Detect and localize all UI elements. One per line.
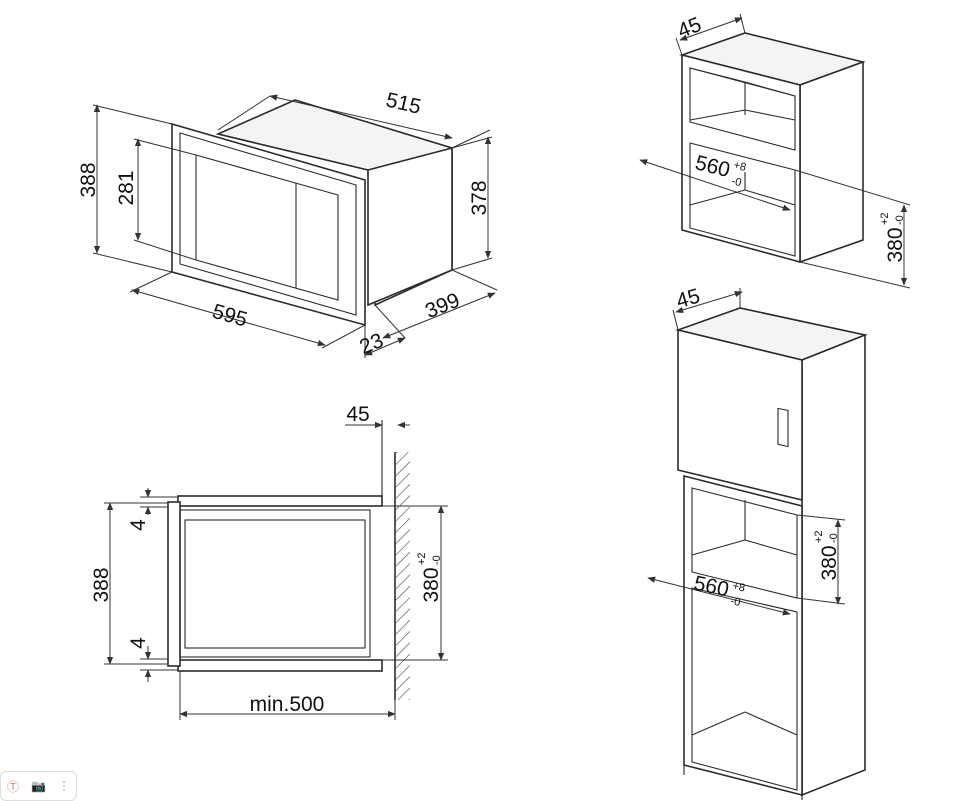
dim-side-gap-bottom: 4 xyxy=(127,637,150,649)
dim-gap-top-1: 45 xyxy=(674,13,704,43)
microwave-door-window xyxy=(195,154,339,301)
dim-door-window-height: 281 xyxy=(115,170,138,205)
tol-h-minus-2: -0 xyxy=(828,533,840,543)
more-icon[interactable]: ⋮ xyxy=(57,779,70,793)
dim-width: 595 xyxy=(210,300,250,332)
tol-h-plus-2: +2 xyxy=(813,530,825,543)
tol-h-plus-1: +2 xyxy=(879,212,891,225)
tol-minus-1: -0 xyxy=(730,175,742,189)
microwave-body-side xyxy=(367,146,453,307)
side-section-view: 45 4 388 4 380 +2 -0 min.500 xyxy=(90,403,448,720)
dim-gap-section: 45 xyxy=(346,403,369,426)
camera-icon[interactable]: 📷 xyxy=(31,779,46,793)
cabinet-top-view: 45 560 +8 -0 380 +2 -0 xyxy=(639,13,911,289)
dim-side-gap-top: 4 xyxy=(127,519,150,531)
dim-door-thickness: 23 xyxy=(356,329,386,359)
dim-overall-height-section: 388 xyxy=(90,567,113,602)
microwave-isometric-view: 388 281 515 378 595 399 23 xyxy=(77,89,498,359)
cabinet-upper-door xyxy=(677,328,803,502)
image-toolbar: Ⓣ 📷 ⋮ xyxy=(0,771,77,801)
tol-minus-2: -0 xyxy=(729,595,741,609)
tol-plus-2: +8 xyxy=(731,580,746,594)
dim-niche-height-1: 380 xyxy=(884,227,907,262)
tol-h-minus-1: -0 xyxy=(894,215,906,225)
text-icon[interactable]: Ⓣ xyxy=(7,779,20,794)
dim-niche-height-section: 380 xyxy=(420,567,443,602)
tol-h-plus-s: +2 xyxy=(416,552,428,565)
dim-min-depth: min.500 xyxy=(250,693,325,716)
dim-gap-top-2: 45 xyxy=(674,284,703,313)
dim-depth: 399 xyxy=(422,289,463,323)
tol-plus-1: +8 xyxy=(732,159,747,174)
tol-h-minus-s: -0 xyxy=(431,555,443,565)
dim-body-height: 378 xyxy=(468,180,491,215)
dim-depth-top: 515 xyxy=(384,89,423,119)
tall-cabinet-view: 45 560 +8 -0 380 +2 -0 xyxy=(647,284,868,800)
dim-overall-height: 388 xyxy=(77,162,100,197)
dim-niche-height-2: 380 xyxy=(818,545,841,580)
